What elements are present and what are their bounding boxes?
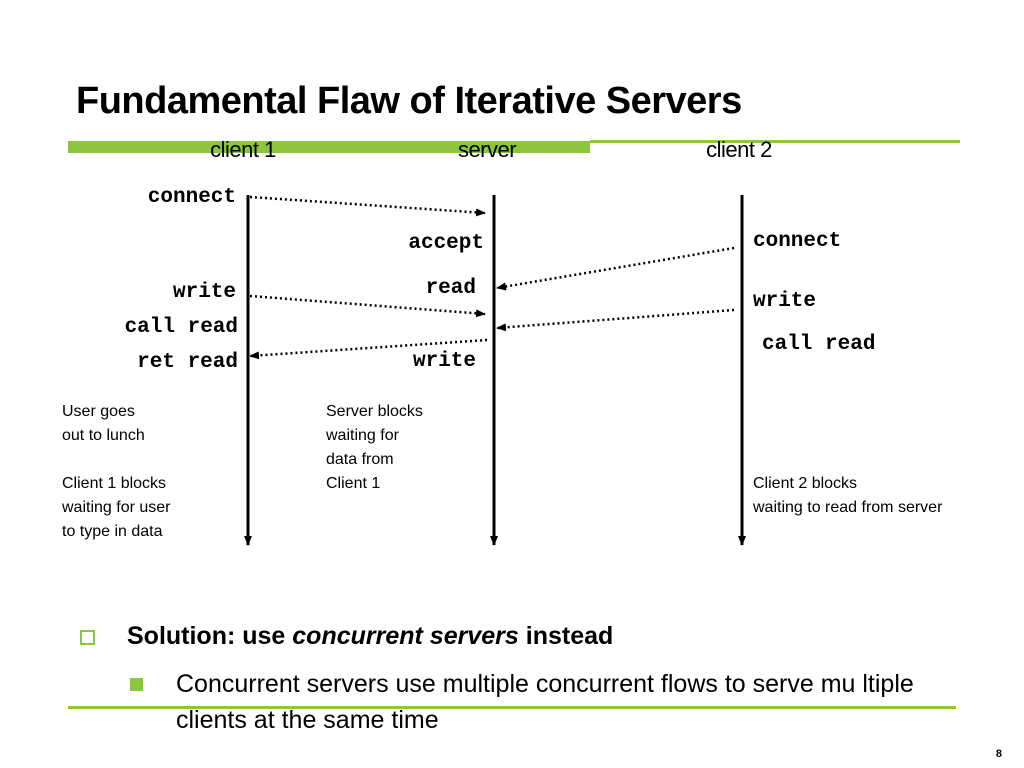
client1-call-read-label: call read [124,316,238,339]
write-arrow-client1-to-server [249,294,486,318]
server-accept-label: accept [408,232,484,255]
column-header-client1: client 1 [210,137,276,162]
column-header-server: server [457,137,517,162]
note-line: Client 1 blocks [62,475,167,492]
slide-title: Fundamental Flaw of Iterative Servers [76,80,742,122]
client1-connect-label: connect [147,186,236,209]
solution-suffix: instead [518,622,614,650]
page-number: 8 [995,748,1002,760]
note-line: Client 1 [326,475,381,492]
connect-arrow-client2-to-server [496,246,735,291]
client2-call-read-label: call read [762,333,876,356]
client2-connect-label: connect [753,230,842,253]
note-client2-blocks: Client 2 blocks waiting to read from ser… [753,472,942,520]
note-line: waiting to read from server [753,499,943,516]
note-line: data from [326,451,394,468]
column-header-client2: client 2 [706,137,772,162]
note-line: out to lunch [62,427,145,444]
client1-ret-read-label: ret read [137,351,238,374]
server-read-label: read [425,277,476,300]
note-line: Server blocks [326,403,423,420]
client1-write-label: write [172,281,236,304]
detail-text: Concurrent servers use multiple concurre… [176,670,914,734]
connect-arrow-client1-to-server [249,195,486,217]
filled-square-bullet-icon [130,678,143,691]
hollow-square-bullet-icon [80,630,95,645]
note-line: to type in data [62,523,163,540]
note-line: waiting for [326,427,399,444]
solution-text: Solution: use concurrent servers instead [127,622,613,651]
write-arrow-client2-to-server [496,308,735,332]
client2-write-label: write [753,290,817,313]
note-line: waiting for user [62,499,171,516]
solution-emphasis: concurrent servers [292,622,519,650]
note-client1-lunch: User goes out to lunch [62,400,145,448]
note-client1-blocks: Client 1 blocks waiting for user to type… [62,472,171,544]
note-server-blocks: Server blocks waiting for data from Clie… [326,400,423,496]
note-line: User goes [62,403,135,420]
title-underline-thick [68,141,590,153]
server-write-label: write [412,350,476,373]
footer-rule [68,706,956,709]
note-line: Client 2 blocks [753,475,858,492]
title-underline-thin [590,140,960,143]
solution-prefix: Solution: use [127,622,293,650]
